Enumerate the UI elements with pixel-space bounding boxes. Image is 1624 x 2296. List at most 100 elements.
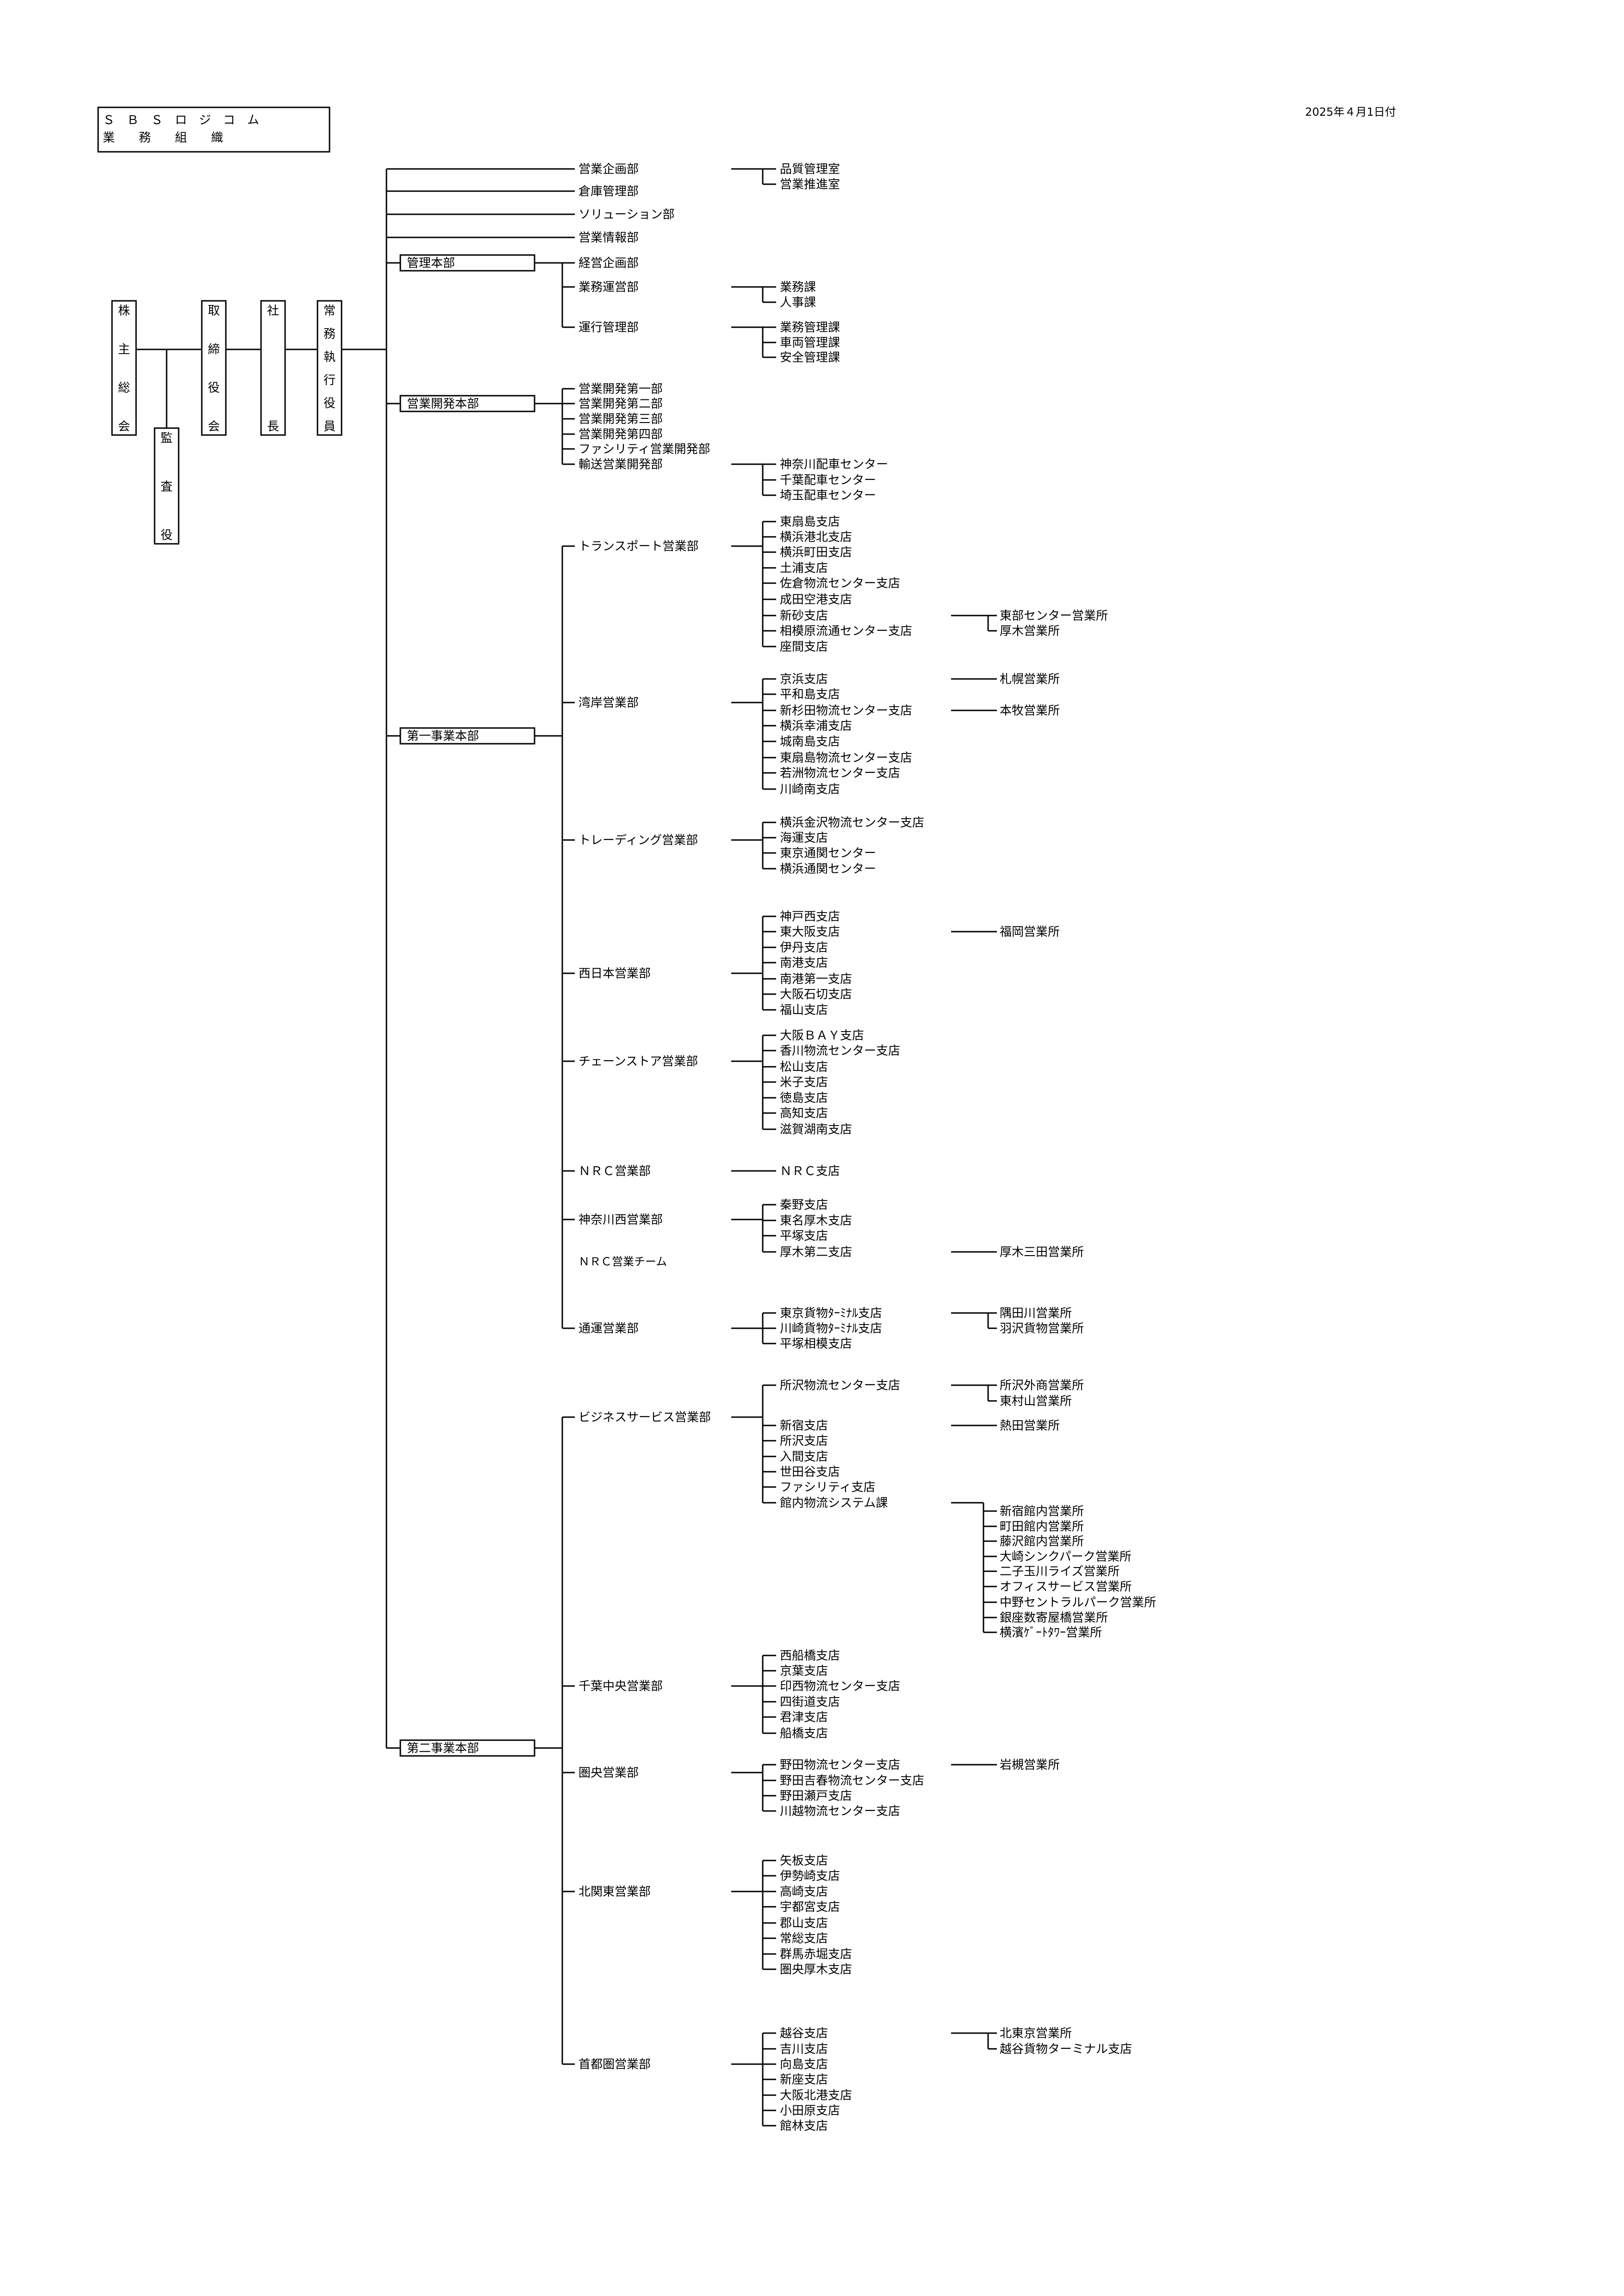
sub-3-4-5: 小田原支店: [780, 2104, 840, 2118]
sub-3-3-3: 宇都宮支店: [780, 1900, 840, 1914]
sub-3-1-2: 印西物流センター支店: [780, 1680, 900, 1693]
label-shacho: 社長: [267, 304, 279, 434]
sub-3-4-0: 越谷支店: [780, 2027, 828, 2041]
sub-2-2-2: 東京通関センター: [780, 846, 876, 860]
sub-2-0-2: 横浜町田支店: [780, 546, 852, 560]
sub-1-5-1: 千葉配車センター: [780, 473, 876, 487]
office-tokorozawabutsuryu-1: 東村山営業所: [1000, 1394, 1072, 1408]
sub-2-0-7: 相模原流通センター支店: [780, 624, 912, 638]
dept-3-0: ビジネスサービス営業部: [579, 1411, 711, 1425]
sub-2-1-1: 平和島支店: [780, 688, 840, 702]
dept-2-7: 通運営業部: [579, 1322, 639, 1336]
office-kannai-2: 藤沢館内営業所: [1000, 1535, 1084, 1549]
sub-3-0-2: 所沢支店: [780, 1434, 828, 1448]
office-higashiosaka-0: 福岡営業所: [1000, 925, 1060, 939]
office-kannai-6: 中野セントラルパーク営業所: [1000, 1596, 1156, 1610]
sub-2-1-7: 川崎南支店: [780, 783, 840, 796]
box-jomu: [317, 300, 342, 436]
box-kansayaku: [154, 427, 180, 545]
sub-2-0-4: 佐倉物流センター支店: [780, 577, 900, 591]
sub-3-2-3: 川越物流センター支店: [780, 1804, 900, 1818]
sub-2-0-6: 新砂支店: [780, 609, 828, 623]
sub-3-4-6: 館林支店: [780, 2119, 828, 2133]
sub-2-5-0: ＮＲＣ支店: [780, 1164, 840, 1178]
honbu-label-3: 第二事業本部: [407, 1742, 479, 1755]
sub-2-1-0: 京浜支店: [780, 672, 828, 686]
sub-2-0-5: 成田空港支店: [780, 593, 852, 607]
sub-2-4-4: 徳島支店: [780, 1091, 828, 1105]
office-sugita-0: 本牧営業所: [1000, 704, 1060, 718]
sub-3-1-5: 船橋支店: [780, 1727, 828, 1741]
box-kabunushi: [111, 300, 137, 436]
sub-3-2-0: 野田物流センター支店: [780, 1758, 900, 1772]
sub-2-7-1: 川崎貨物ﾀｰﾐﾅﾙ支店: [780, 1322, 882, 1336]
sub-2-1-4: 城南島支店: [780, 735, 840, 749]
dept-0-0: 経営企画部: [579, 256, 639, 270]
dept-3-4: 首都圏営業部: [579, 2058, 651, 2072]
honbu-box-1: [399, 395, 535, 412]
dept-1-5: 輸送営業開発部: [579, 458, 663, 472]
sub-2-1-5: 東扇島物流センター支店: [780, 751, 912, 765]
dept-3-1: 千葉中央営業部: [579, 1680, 663, 1693]
office-kannai-7: 銀座数寄屋橋営業所: [1000, 1611, 1108, 1625]
office-kannai-4: 二子玉川ライズ営業所: [1000, 1565, 1120, 1579]
connector-lines: [136, 168, 997, 2127]
dept-2-5: ＮＲＣ営業部: [579, 1164, 651, 1178]
box-torishimariyaku: [201, 300, 227, 436]
sub-2-0-3: 土浦支店: [780, 561, 828, 575]
sub-2-7-0: 東京貨物ﾀｰﾐﾅﾙ支店: [780, 1307, 882, 1320]
sub-3-0-5: ファシリティ支店: [780, 1481, 875, 1494]
sub-2-1-6: 若洲物流センター支店: [780, 766, 900, 780]
sub-0-1-0: 業務課: [780, 280, 816, 294]
sub-3-1-0: 西船橋支店: [780, 1649, 840, 1663]
label-torishimariyaku: 取締役会: [208, 304, 220, 434]
title-box: [97, 106, 330, 153]
sub-3-3-7: 圏央厚木支店: [780, 1963, 852, 1977]
sub-2-6-3: 厚木第二支店: [780, 1245, 852, 1259]
office-nodabutsuryu-0: 岩槻営業所: [1000, 1758, 1060, 1772]
team-2-6: ＮＲＣ営業チーム: [579, 1255, 667, 1268]
sub-3-2-2: 野田瀬戸支店: [780, 1789, 852, 1803]
dept-1-2: 営業開発第三部: [579, 412, 663, 426]
sub-0-1-1: 人事課: [780, 296, 816, 310]
sub-2-3-0: 神戸西支店: [780, 910, 840, 924]
dept-1-4: ファシリティ営業開発部: [579, 442, 710, 456]
office-kannai-5: オフィスサービス営業所: [1000, 1580, 1132, 1594]
honbu-label-2: 第一事業本部: [407, 729, 479, 743]
office-keihin-0: 札幌営業所: [1000, 672, 1060, 686]
office-koshigaya-1: 越谷貨物ターミナル支店: [1000, 2042, 1132, 2056]
sub-2-3-1: 東大阪支店: [780, 925, 840, 939]
sub-3-2-1: 野田吉春物流センター支店: [780, 1774, 924, 1788]
honbu-label-1: 営業開発本部: [407, 397, 479, 411]
sub-3-3-4: 郡山支店: [780, 1916, 828, 1930]
chart-labels: Ｓ Ｂ Ｓ ロ ジ コ ム 業 務 組 織 2025年４月1日付: [97, 106, 1396, 153]
label-kabunushi: 株主総会: [118, 304, 130, 434]
sub-2-6-0: 秦野支店: [780, 1198, 828, 1212]
sub-2-2-3: 横浜通関センター: [780, 862, 876, 876]
sub-3-1-1: 京葉支店: [780, 1664, 828, 1678]
honbu-label-0: 管理本部: [407, 256, 455, 270]
office-shinjuku-0: 熱田営業所: [1000, 1419, 1060, 1433]
dept-2-3: 西日本営業部: [579, 967, 651, 981]
sub-3-0-0: 所沢物流センター支店: [780, 1379, 900, 1393]
sub-3-3-1: 伊勢崎支店: [780, 1869, 840, 1883]
label-kansayaku: 監査役: [161, 431, 173, 542]
dept-2-2: トレーディング営業部: [579, 834, 698, 847]
sub-3-3-6: 群馬赤堀支店: [780, 1948, 852, 1961]
sub-2-7-2: 平塚相模支店: [780, 1337, 852, 1351]
sub-2-0-0: 東扇島支店: [780, 515, 840, 529]
sub-2-3-6: 福山支店: [780, 1003, 828, 1017]
dept-1-1: 営業開発第二部: [579, 397, 663, 411]
dept-2-1: 湾岸営業部: [579, 696, 639, 710]
office-koshigaya-0: 北東京営業所: [1000, 2027, 1072, 2041]
sub-2-1-3: 横浜幸浦支店: [780, 719, 852, 733]
office-kannai-3: 大崎シンクパーク営業所: [1000, 1550, 1132, 1564]
sub-2-0-1: 横浜港北支店: [780, 530, 852, 544]
sub-2-2-0: 横浜金沢物流センター支店: [780, 816, 924, 830]
sub-2-6-2: 平塚支店: [780, 1229, 828, 1243]
sub-2-4-6: 滋賀湖南支店: [780, 1123, 852, 1137]
sub-2-4-5: 高知支店: [780, 1107, 828, 1120]
direct-sub-0: 品質管理室: [780, 162, 840, 176]
sub-3-0-1: 新宿支店: [780, 1419, 828, 1433]
